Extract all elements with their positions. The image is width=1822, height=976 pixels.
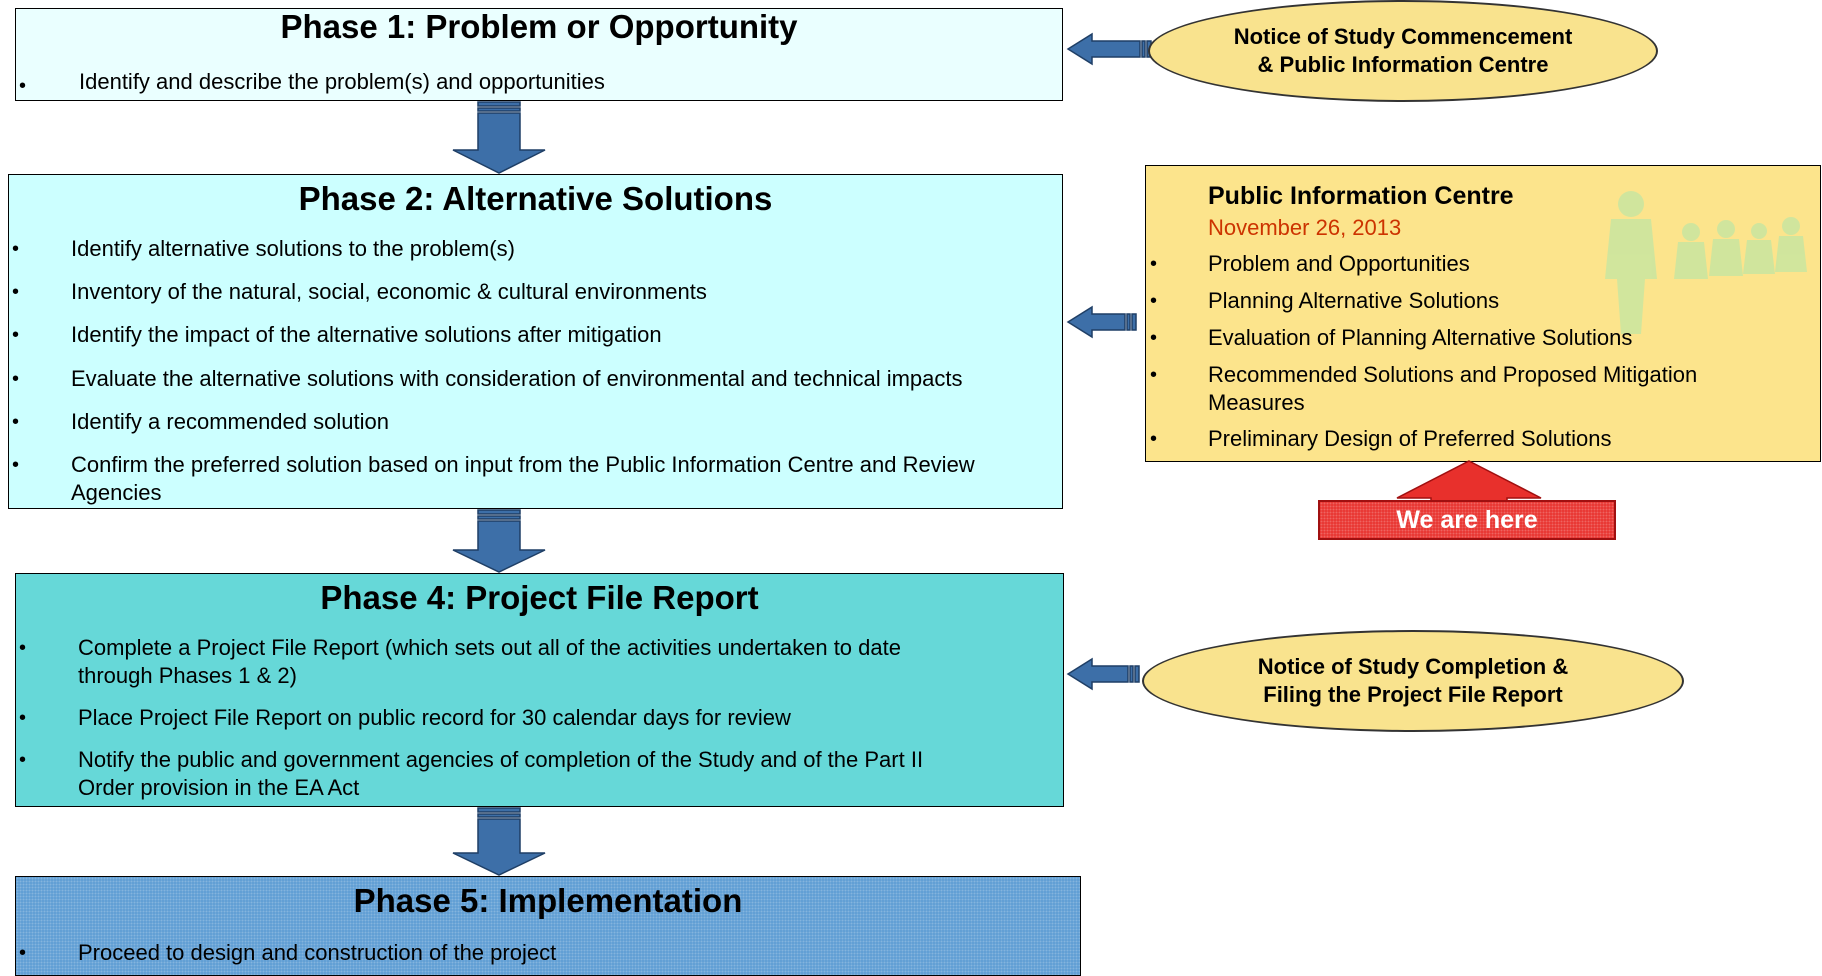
notice-completion-ellipse: Notice of Study Completion & Filing the … — [1142, 630, 1684, 732]
bullet-text: Complete a Project File Report (which se… — [78, 635, 901, 660]
bullet-icon: • — [12, 281, 20, 303]
bullet-icon: • — [1150, 327, 1158, 349]
phase-5-title: Phase 5: Implementation — [353, 882, 743, 919]
phase-1-title: Phase 1: Problem or Opportunity — [280, 8, 798, 45]
down-arrow-icon — [452, 101, 546, 174]
bullet-text: Identify a recommended solution — [71, 409, 389, 434]
we-are-here-label: We are here — [1318, 500, 1616, 540]
bullet-icon: • — [19, 942, 27, 964]
bullet-text: Recommended Solutions and Proposed Mitig… — [1208, 362, 1698, 387]
pic-title: Public Information Centre — [1208, 182, 1514, 210]
notice-commencement-ellipse: Notice of Study Commencement & Public In… — [1148, 0, 1658, 102]
phase-2-box: Phase 2: Alternative Solutions • Identif… — [8, 174, 1063, 509]
phase-1-box: Phase 1: Problem or Opportunity • Identi… — [15, 8, 1063, 101]
bullet-icon: • — [19, 749, 27, 771]
bullet-text-continued: through Phases 1 & 2) — [78, 663, 297, 688]
public-information-centre-box: Public Information Centre November 26, 2… — [1145, 165, 1821, 462]
bullet-text: Problem and Opportunities — [1208, 251, 1470, 276]
bullet-icon: • — [1150, 364, 1158, 386]
bullet-text: Place Project File Report on public reco… — [78, 705, 791, 730]
bullet-text: Proceed to design and construction of th… — [78, 940, 557, 965]
bullet-text-continued: Agencies — [71, 480, 162, 505]
bullet-icon: • — [12, 454, 20, 476]
bullet-icon: • — [19, 707, 27, 729]
bullet-text: Confirm the preferred solution based on … — [71, 452, 975, 477]
left-arrow-icon — [1066, 657, 1140, 691]
bullet-icon: • — [12, 411, 20, 433]
phase-5-box: Phase 5: Implementation • Proceed to des… — [15, 876, 1081, 976]
bullet-icon: • — [12, 368, 20, 390]
phase-4-box: Phase 4: Project File Report • Complete … — [15, 573, 1064, 807]
bullet-icon: • — [12, 238, 20, 260]
phase-4-title: Phase 4: Project File Report — [320, 579, 759, 616]
down-arrow-icon — [452, 509, 546, 573]
bullet-text: Identify the impact of the alternative s… — [71, 322, 662, 347]
notice-line: Notice of Study Commencement — [1233, 24, 1573, 49]
bullet-text: Evaluation of Planning Alternative Solut… — [1208, 325, 1633, 350]
bullet-text: Identify alternative solutions to the pr… — [71, 236, 515, 261]
bullet-text: Evaluate the alternative solutions with … — [71, 366, 963, 391]
notice-line: Notice of Study Completion & — [1257, 654, 1569, 679]
bullet-icon: • — [19, 75, 27, 97]
bullet-icon: • — [1150, 253, 1158, 275]
left-arrow-icon — [1066, 305, 1137, 339]
phase-2-title: Phase 2: Alternative Solutions — [298, 180, 773, 217]
bullet-text: Inventory of the natural, social, econom… — [71, 279, 707, 304]
down-arrow-icon — [452, 807, 546, 876]
notice-line: Filing the Project File Report — [1263, 682, 1563, 707]
bullet-icon: • — [12, 324, 20, 346]
up-arrow-icon — [1396, 460, 1542, 504]
bullet-text-continued: Measures — [1208, 390, 1305, 415]
bullet-text: Planning Alternative Solutions — [1208, 288, 1500, 313]
people-silhouette-icon — [1605, 191, 1807, 334]
bullet-text-continued: Order provision in the EA Act — [78, 775, 360, 800]
bullet-icon: • — [19, 637, 27, 659]
pic-date: November 26, 2013 — [1208, 215, 1402, 240]
bullet-text: Notify the public and government agencie… — [78, 747, 924, 772]
bullet-text: Preliminary Design of Preferred Solution… — [1208, 426, 1612, 451]
left-arrow-icon — [1066, 32, 1152, 66]
notice-line: & Public Information Centre — [1257, 52, 1549, 77]
bullet-text: Identify and describe the problem(s) and… — [79, 69, 605, 94]
bullet-icon: • — [1150, 428, 1158, 450]
bullet-icon: • — [1150, 290, 1158, 312]
